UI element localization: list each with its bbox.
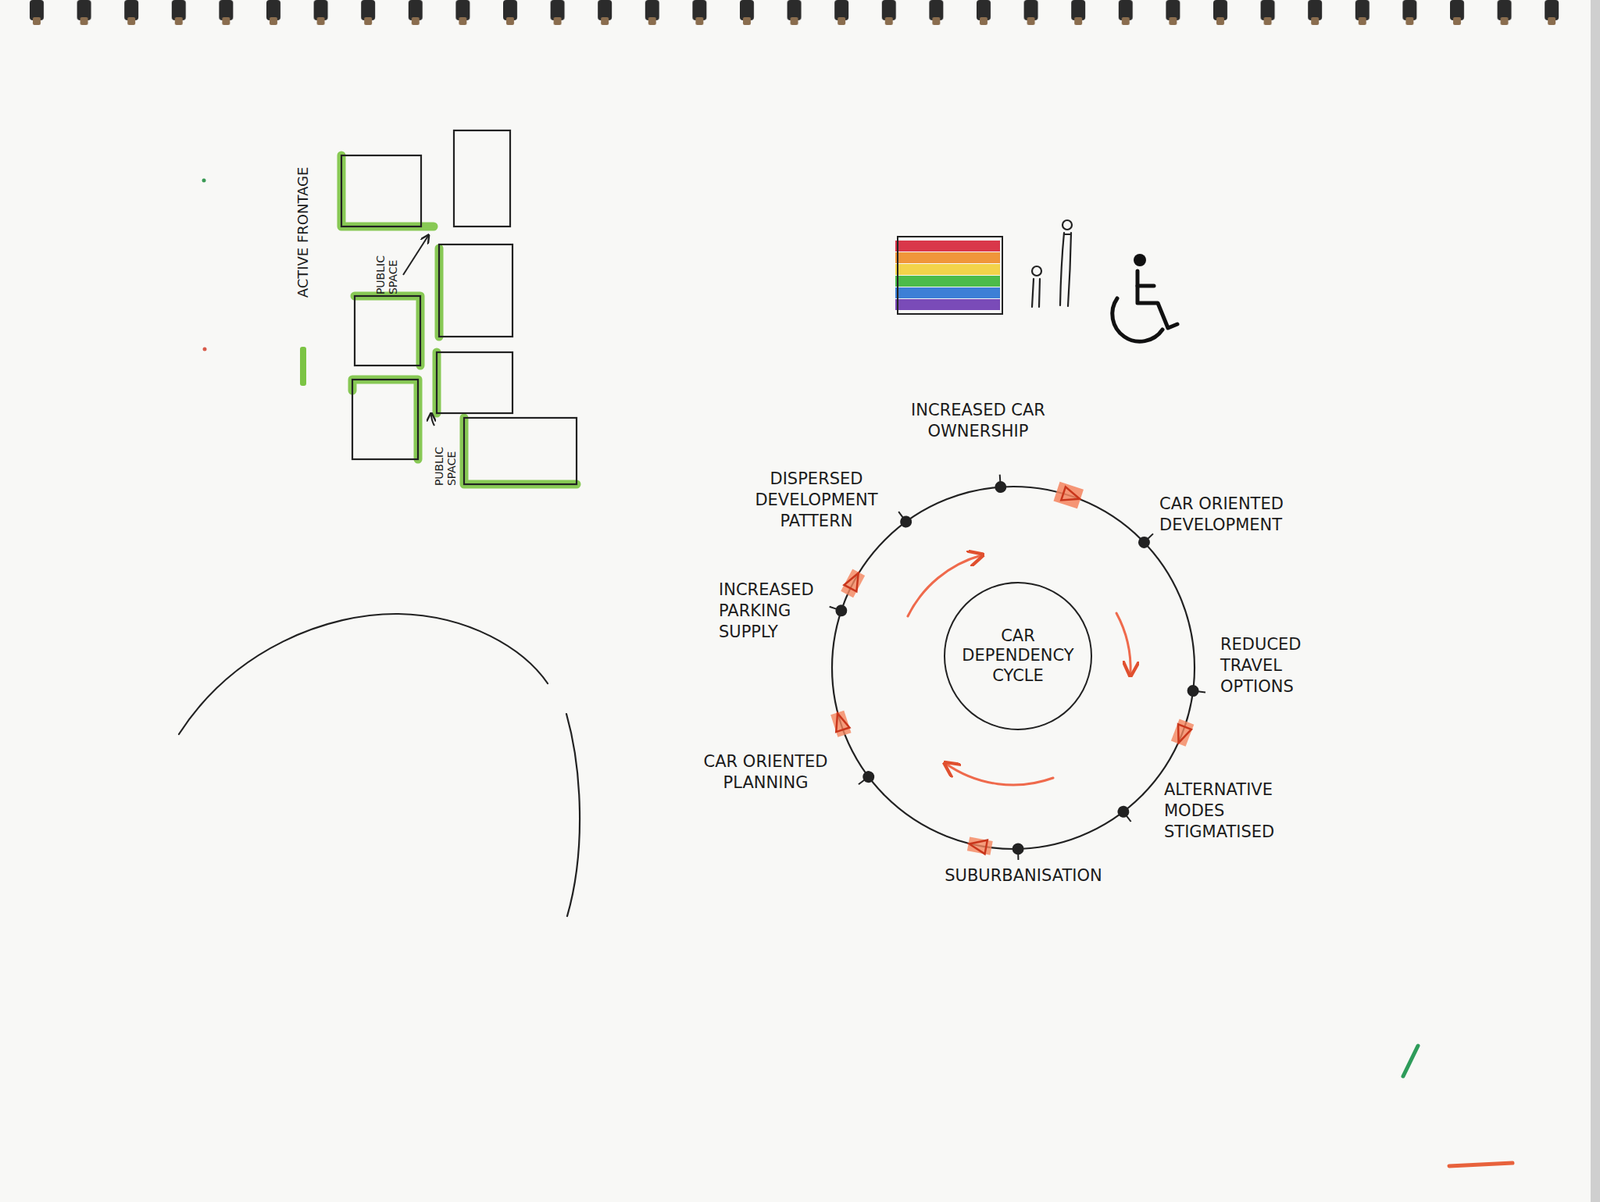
cycle-arrow [907, 555, 982, 617]
cycle-stage-label: INCREASED CAR OWNERSHIP [884, 400, 1072, 443]
legend-text: ACTIVE FRONTAGE [293, 166, 312, 298]
person-body [1039, 278, 1040, 308]
stage-dot [1187, 685, 1207, 698]
building-block [354, 296, 421, 366]
ink-speck [203, 347, 208, 352]
frontage-highlight [464, 417, 577, 485]
person-body [1064, 233, 1072, 236]
space-label: PUBLIC SPACE [374, 236, 400, 295]
building-block [341, 155, 422, 227]
person-head [1062, 220, 1072, 230]
people-icons [1032, 220, 1072, 308]
cycle-arrow [1116, 613, 1131, 675]
building-block [436, 352, 513, 414]
page-edge [1590, 0, 1600, 1202]
person-body [1060, 232, 1065, 306]
flag-stripe [895, 240, 1000, 252]
wheelchair-symbol [1112, 253, 1178, 342]
rainbow-flag [895, 236, 1003, 315]
leader-arrows [403, 235, 435, 426]
marker-stroke [1403, 1046, 1418, 1077]
building-block [439, 244, 513, 337]
inner-cycle-arrows [907, 555, 1131, 786]
node-text: CAR DEPENDENCY CYCLE [953, 626, 1083, 686]
cycle-arrowhead [967, 836, 993, 855]
stage-dot [1116, 804, 1136, 825]
flag-stripe [895, 252, 1000, 264]
frontage-highlight [341, 155, 434, 227]
leader-arrow [403, 235, 429, 275]
highlight-patch [830, 710, 851, 738]
stage-dot [1136, 530, 1157, 550]
cycle-stage-label: REDUCED TRAVEL OPTIONS [1220, 634, 1338, 698]
cycle-stage-label: CAR ORIENTED DEVELOPMENT [1159, 493, 1340, 536]
orange-arrowheads [830, 482, 1194, 856]
frontage-highlight [352, 379, 418, 460]
cycle-stage-label: ALTERNATIVE MODES STIGMATISED [1164, 779, 1329, 843]
cycle-arrowhead [1053, 482, 1084, 510]
person-head [1032, 266, 1042, 276]
cycle-arrowhead [1171, 719, 1194, 747]
building-block [464, 417, 577, 485]
cycle-centre-circle: CAR DEPENDENCY CYCLE [943, 582, 1093, 731]
building-block [453, 130, 511, 227]
building-blocks [341, 130, 577, 485]
cycle-arrowhead [840, 569, 865, 599]
curve-sketch [178, 614, 580, 917]
cycle-arrowhead [830, 710, 851, 738]
highlight-patch [967, 836, 993, 855]
cycle-arrow [946, 764, 1054, 786]
flag-stripe [895, 264, 1000, 275]
flag-stripe [895, 275, 1000, 287]
cycle-stage-dots [828, 474, 1207, 861]
highlight-patch [840, 569, 865, 599]
wheelchair-arm [1137, 284, 1154, 289]
cycle-ring [832, 486, 1195, 850]
wheelchair-wheel [1112, 298, 1163, 342]
ink-speck [202, 178, 207, 183]
arrowhead [1060, 486, 1082, 506]
arrowhead [830, 711, 850, 733]
stage-dot [828, 602, 848, 618]
cycle-stage-label: INCREASED PARKING SUPPLY [718, 579, 836, 643]
curve-line [566, 714, 580, 917]
binder-rings [23, 0, 1579, 27]
active-frontage-highlights [341, 155, 577, 485]
arrowhead [1171, 724, 1192, 746]
marker-stroke [1449, 1163, 1513, 1167]
person-body [1032, 278, 1034, 308]
wheelchair-body [1137, 271, 1178, 329]
legend-swatch [300, 346, 307, 386]
stage-dot [855, 770, 876, 790]
flag-stripe [895, 299, 1000, 311]
cycle-stage-label: SUBURBANISATION [906, 865, 1141, 887]
space-label: PUBLIC SPACE [432, 428, 458, 486]
highlight-patch [1053, 482, 1084, 510]
arrowhead [843, 569, 865, 592]
wheelchair-head [1133, 253, 1147, 267]
stage-dot [894, 508, 914, 529]
frontage-highlight [354, 296, 421, 366]
cycle-stage-label: DISPERSED DEVELOPMENT PATTERN [738, 468, 895, 533]
person-body [1067, 232, 1072, 307]
flag-stripe [895, 287, 1000, 299]
arrowhead [967, 837, 988, 855]
stage-dot [994, 474, 1007, 493]
stage-dot [1012, 843, 1024, 861]
curve-line [178, 614, 548, 735]
highlight-patch [1171, 719, 1194, 747]
cycle-stage-label: CAR ORIENTED PLANNING [687, 751, 844, 794]
flag-outline [897, 236, 1003, 315]
leader-arrow [431, 414, 435, 426]
building-block [352, 379, 418, 460]
